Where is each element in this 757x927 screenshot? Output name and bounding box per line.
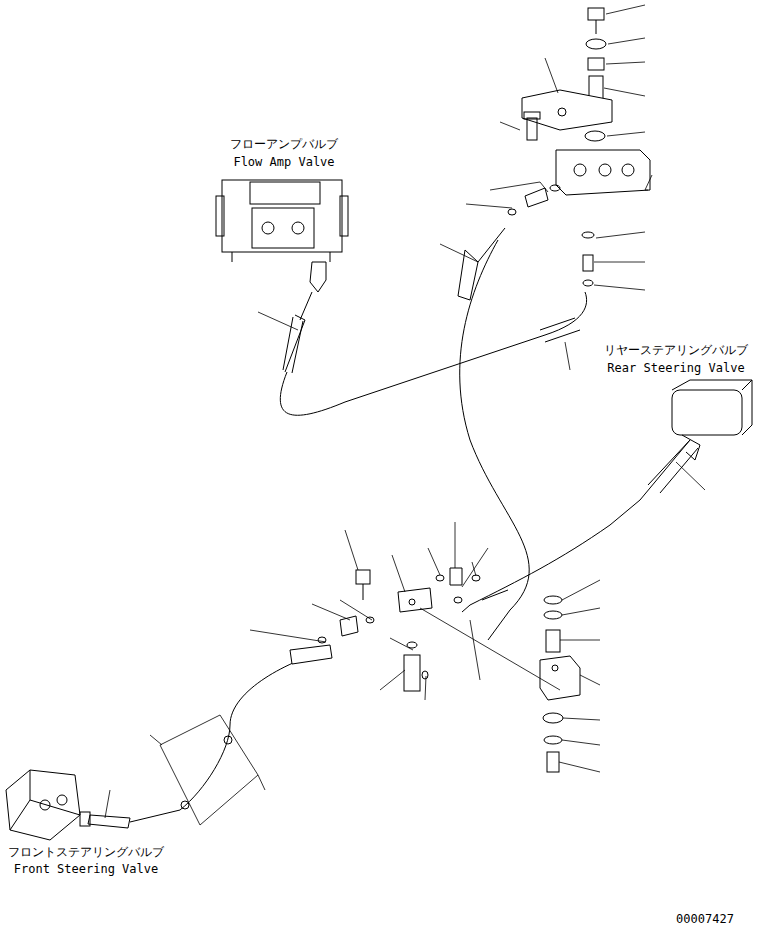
part-name-en: Front Steering Valve <box>13 862 160 876</box>
part-name-ja: フロントステアリングバルブ <box>7 845 165 859</box>
upper-bracket-assembly <box>508 8 650 286</box>
rear-steering-valve <box>672 380 752 460</box>
front-steering-valve <box>6 770 90 840</box>
part-name-en: Flow Amp Valve <box>232 155 335 169</box>
part-name-en: Rear Steering Valve <box>606 361 745 375</box>
leader-lines <box>105 5 705 818</box>
center-block-assembly <box>318 568 480 691</box>
part-name-ja: フローアンプバルブ <box>229 137 339 151</box>
flow-amp-valve <box>216 180 348 292</box>
drawing-number: 00007427 <box>675 912 735 926</box>
part-name-ja: リヤーステアリングバルブ <box>603 343 749 357</box>
lower-bracket-assembly <box>540 596 580 772</box>
